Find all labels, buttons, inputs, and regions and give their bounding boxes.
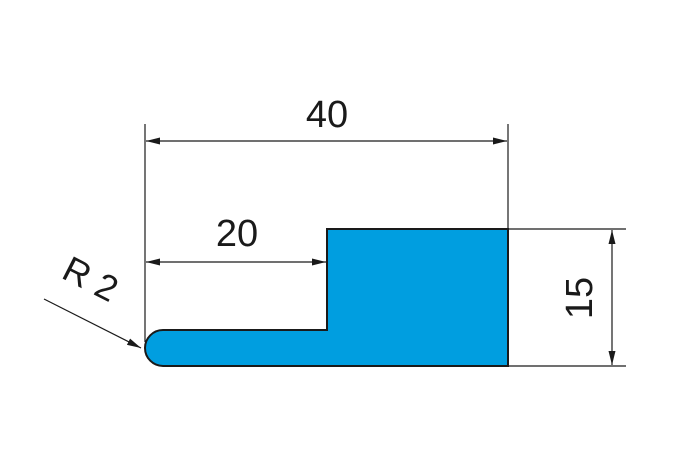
profile-shape	[144, 228, 509, 367]
dimension-label-40: 40	[306, 94, 348, 136]
radius-leader	[43, 298, 142, 349]
dimension-label-15: 15	[559, 277, 601, 319]
radius-label: R 2	[56, 248, 125, 310]
dimension-label-20: 20	[216, 213, 258, 255]
